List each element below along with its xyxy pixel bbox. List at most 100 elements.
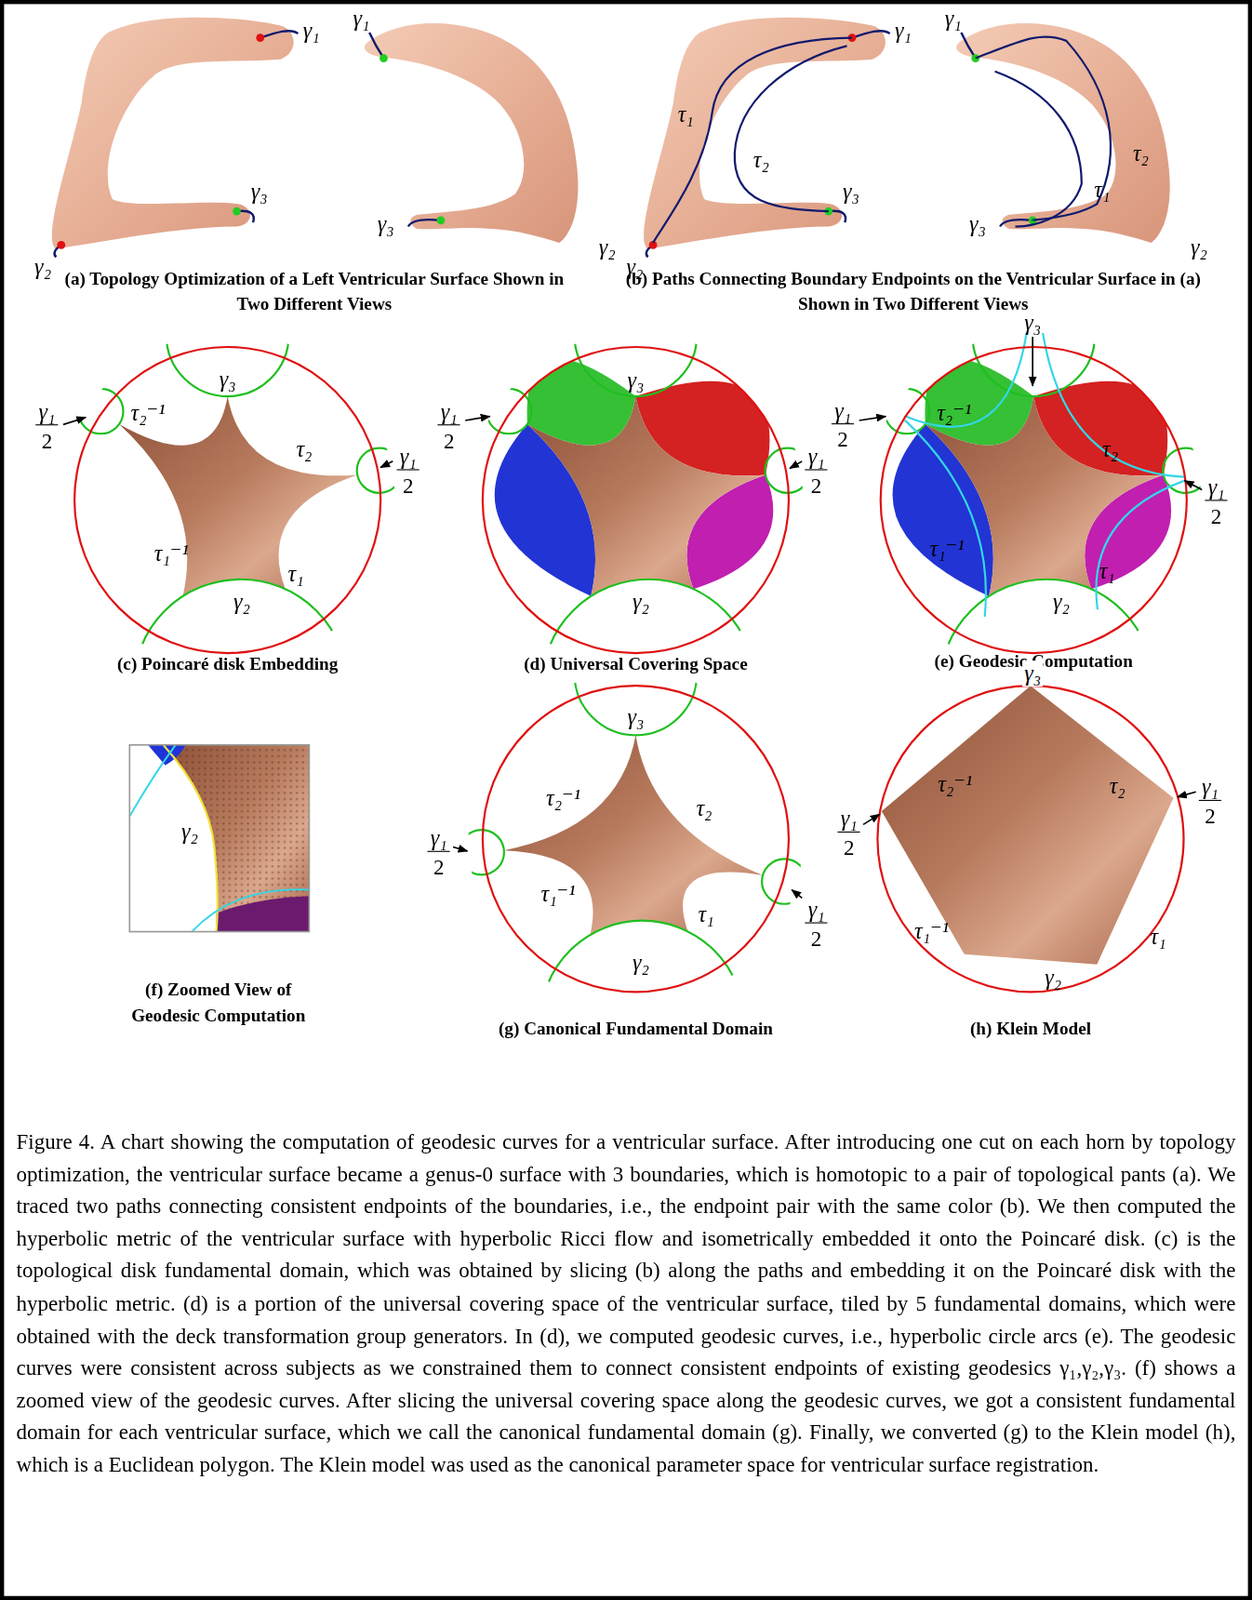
math-label: γ₃	[842, 178, 860, 205]
math-label: γ₃	[1022, 660, 1043, 687]
fraction-numerator: γ₁	[804, 896, 827, 924]
fraction-numerator: γ₁	[397, 443, 420, 471]
fraction-numerator: γ₁	[804, 443, 827, 471]
panel-title: (g) Canonical Fundamental Domain	[498, 1018, 773, 1039]
math-label: τ₂	[695, 795, 712, 822]
cut-paths	[652, 37, 1111, 244]
math-label: τ₁	[288, 560, 305, 587]
boundary-geodesic	[761, 858, 807, 904]
fraction-denominator: 2	[433, 854, 445, 880]
ventricle-surfaces	[52, 17, 579, 258]
fraction-numerator: γ₁	[1198, 773, 1222, 801]
panel-title: (d) Universal Covering Space	[523, 652, 748, 674]
fraction-numerator: γ₁	[837, 805, 860, 833]
math-label: τ₂	[753, 146, 770, 174]
ventricle-view	[364, 23, 579, 243]
fraction-denominator: 2	[1211, 504, 1223, 529]
boundary-geodesic	[574, 612, 698, 736]
fraction-numerator: γ₁	[437, 399, 460, 427]
math-label: γ₂	[1044, 964, 1062, 991]
math-label: γ₃	[626, 367, 644, 394]
boundary-geodesic	[459, 829, 505, 875]
ventricle-view	[52, 17, 294, 250]
boundary-geodesic	[574, 273, 698, 397]
math-label: τ₂⁻¹	[546, 785, 581, 812]
disk-part	[905, 326, 1028, 427]
fraction-denominator: 2	[811, 473, 823, 498]
math-label: γ₃	[377, 211, 395, 238]
disk-panel	[74, 273, 402, 794]
fraction-denominator: 2	[443, 428, 455, 453]
fraction-denominator: 2	[402, 473, 414, 498]
fraction-numerator: γ₁	[831, 398, 854, 426]
math-label: τ₂⁻¹	[936, 399, 972, 427]
fraction-denominator: 2	[41, 428, 54, 453]
math-label: γ₃	[251, 178, 268, 205]
math-label: τ₂	[1102, 436, 1119, 463]
math-label: γ₁	[945, 5, 962, 32]
computed-geodesics	[905, 326, 1185, 617]
panel-title: (h) Klein Model	[970, 1018, 1092, 1039]
math-label: γ₃	[969, 211, 986, 238]
disk-boundary	[482, 685, 789, 992]
math-label: γ₂	[599, 234, 616, 261]
math-label: τ₂⁻¹	[937, 771, 973, 798]
math-label: τ₁	[698, 901, 715, 928]
math-label: τ₁⁻¹	[930, 535, 965, 562]
fraction-denominator: 2	[811, 926, 823, 951]
math-label: γ₃	[626, 704, 644, 731]
fundamental-domain	[527, 396, 766, 597]
math-label: γ₃	[219, 366, 237, 393]
covering-tile	[527, 359, 637, 446]
figure-caption: Figure 4. A chart showing the computatio…	[16, 1126, 1237, 1481]
math-label: γ₂	[1190, 234, 1208, 261]
leader-arrows	[63, 336, 1202, 898]
math-label: γ₁	[303, 17, 320, 44]
panel-title: (c) Poincaré disk Embedding	[117, 652, 338, 674]
boundary-geodesic	[972, 273, 1095, 397]
math-label: τ₁	[1150, 923, 1167, 950]
math-label: τ₁	[1093, 176, 1110, 203]
fraction-numerator: γ₁	[426, 825, 450, 853]
fraction-denominator: 2	[1204, 803, 1216, 828]
math-label: τ₁⁻¹	[914, 918, 949, 945]
disk-boundary	[74, 346, 381, 653]
math-label: τ₂	[1109, 772, 1126, 800]
fraction-denominator: 2	[837, 427, 849, 453]
disk-boundary	[482, 346, 789, 653]
disk-part	[1095, 480, 1184, 610]
math-label: τ₁⁻¹	[541, 880, 576, 907]
covering-tiles	[494, 359, 774, 597]
math-label: τ₂	[295, 436, 312, 463]
disk-boundary	[880, 346, 1187, 653]
disk-panel	[482, 273, 811, 794]
ventricle-surfaces	[643, 17, 1171, 258]
math-label: τ₂⁻¹	[131, 399, 166, 427]
math-label: γ₃	[1024, 309, 1041, 336]
math-label: γ₂	[233, 588, 251, 615]
math-label: γ₂	[632, 588, 650, 615]
math-label: γ₂	[1052, 588, 1070, 615]
fundamental-domain	[504, 734, 763, 935]
panel-title: (a) Topology Optimization of a Left Vent…	[49, 266, 580, 317]
panel-title: (b) Paths Connecting Boundary Endpoints …	[622, 266, 1204, 317]
fraction-numerator: γ₁	[35, 399, 58, 427]
disk-boundary	[877, 685, 1184, 992]
math-label: γ₂	[181, 818, 199, 845]
covering-tiles	[892, 359, 1173, 597]
math-label: γ₂	[34, 254, 52, 281]
disk-panel	[877, 685, 1184, 992]
panel-title: (f) Zoomed View of Geodesic Computation	[111, 976, 326, 1027]
fraction-numerator: γ₁	[1204, 474, 1227, 502]
math-label: τ₁	[678, 101, 694, 128]
fundamental-domain	[119, 396, 358, 597]
math-label: γ₁	[894, 17, 912, 44]
math-label: τ₁⁻¹	[154, 540, 189, 567]
math-label: τ₂	[1132, 140, 1149, 167]
fraction-denominator: 2	[843, 835, 855, 860]
math-label: γ₁	[352, 5, 370, 32]
zoom-view	[129, 745, 309, 933]
math-label: τ₁	[1099, 558, 1116, 585]
math-label: γ₂	[632, 949, 650, 976]
